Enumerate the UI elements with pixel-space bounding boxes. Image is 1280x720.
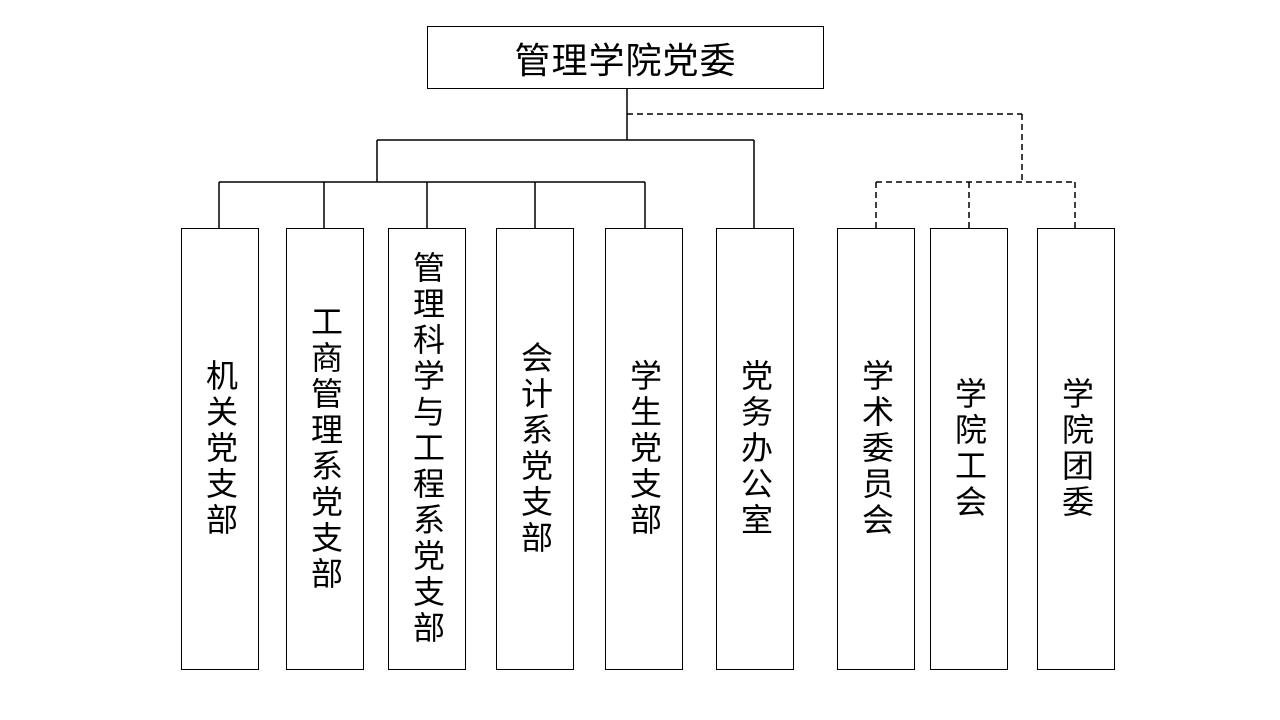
unit-label: 学院团委 xyxy=(1057,377,1095,521)
unit-label: 学生党支部 xyxy=(625,359,663,539)
unit-label: 学院工会 xyxy=(950,377,988,521)
unit-node-3: 管理科学与工程系党支部 xyxy=(388,228,466,670)
unit-node-6: 党务办公室 xyxy=(716,228,794,670)
unit-node-9: 学院团委 xyxy=(1037,228,1115,670)
unit-label: 学术委员会 xyxy=(857,359,895,539)
unit-node-4: 会计系党支部 xyxy=(496,228,574,670)
unit-label: 会计系党支部 xyxy=(516,341,554,557)
unit-label: 管理科学与工程系党支部 xyxy=(408,251,446,647)
root-node: 管理学院党委 xyxy=(427,26,824,89)
unit-node-5: 学生党支部 xyxy=(605,228,683,670)
unit-node-8: 学院工会 xyxy=(930,228,1008,670)
unit-node-1: 机关党支部 xyxy=(181,228,259,670)
unit-node-2: 工商管理系党支部 xyxy=(286,228,364,670)
unit-node-7: 学术委员会 xyxy=(837,228,915,670)
unit-label: 机关党支部 xyxy=(201,359,239,539)
root-node-label: 管理学院党委 xyxy=(514,40,737,82)
unit-label: 党务办公室 xyxy=(736,359,774,539)
unit-label: 工商管理系党支部 xyxy=(306,305,344,593)
